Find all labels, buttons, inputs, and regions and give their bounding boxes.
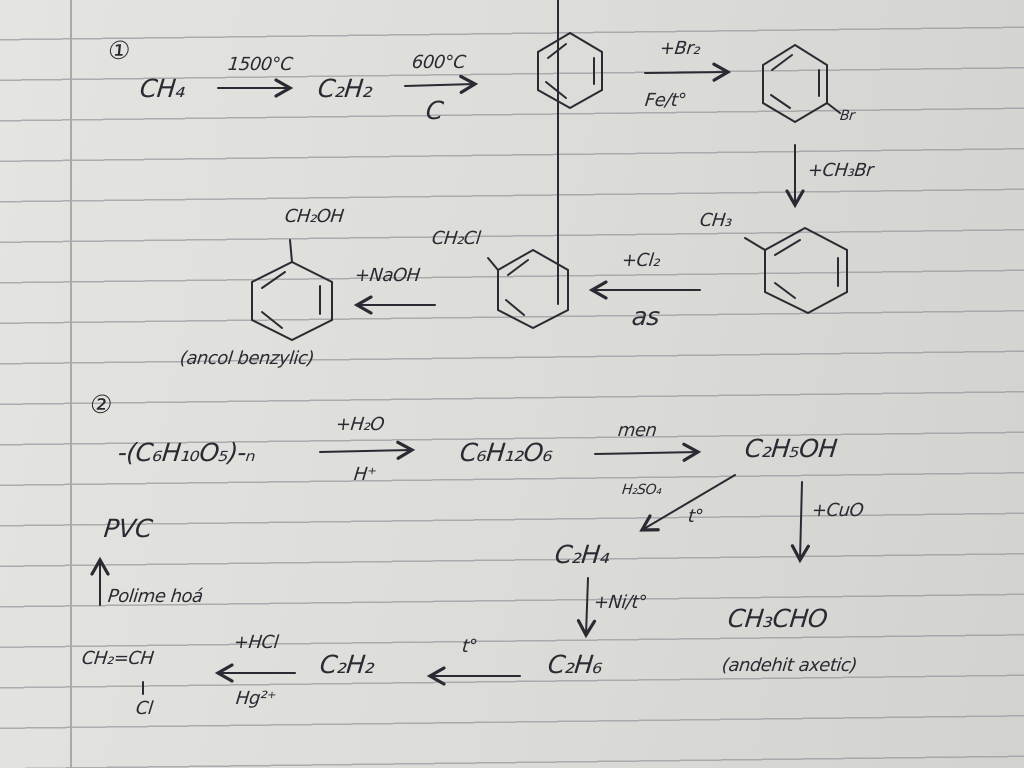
reagent-ni-t: +Ni/t° — [592, 592, 648, 613]
reagent-br2: +Br₂ — [658, 38, 702, 59]
formula-glucose: C₆H₁₂O₆ — [458, 438, 555, 467]
label-ch3: CH₃ — [698, 210, 733, 231]
benzyl-alcohol-ring — [251, 239, 333, 342]
formula-c2h2: C₂H₂ — [316, 74, 374, 103]
benzyl-chloride-ring — [487, 0, 569, 330]
reagent-h2so4: H₂SO₄ — [621, 482, 663, 498]
reagent-h2o: +H₂O — [334, 414, 386, 435]
toluene-ring — [744, 226, 848, 315]
arrow — [576, 577, 597, 639]
note-ancol-benzylic: (ancol benzylic) — [178, 348, 316, 369]
arrow — [319, 440, 416, 460]
condition-men: men — [616, 420, 658, 441]
margin-line — [70, 0, 72, 768]
section-number-2: ② — [88, 390, 114, 419]
section-number-1: ① — [106, 36, 132, 65]
formula-c2h2-2: C₂H₂ — [318, 650, 376, 679]
reagent-hcl: +HCl — [232, 632, 280, 653]
label-br: Br — [839, 108, 856, 124]
condition-1500c: 1500°C — [226, 54, 294, 75]
arrow — [790, 481, 810, 564]
note-andehit-axetic: (andehit axetic) — [720, 655, 858, 676]
label-pvc: PVC — [102, 514, 154, 543]
condition-as: as — [630, 302, 661, 331]
condition-carbon: C — [424, 96, 445, 125]
condition-h-plus: H⁺ — [352, 464, 378, 485]
label-cl: Cl — [134, 698, 154, 719]
reagent-cuo: +CuO — [810, 500, 865, 521]
reagent-naoh: +NaOH — [353, 265, 421, 286]
formula-c2h4: C₂H₄ — [553, 540, 611, 569]
condition-fe-t: Fe/t° — [643, 90, 688, 111]
condition-600c: 600°C — [410, 52, 467, 73]
reagent-cl2: +Cl₂ — [620, 250, 661, 271]
label-ch2oh: CH₂OH — [283, 206, 345, 227]
bromobenzene-ring — [762, 43, 841, 124]
benzene-ring — [537, 31, 603, 110]
arrow — [594, 442, 702, 462]
note-polime-hoa: Polime hoá — [106, 586, 204, 607]
condition-t-1: t° — [686, 506, 705, 527]
formula-c2h6: C₂H₆ — [546, 650, 604, 679]
formula-ch3cho: CH₃CHO — [726, 604, 829, 633]
arrow — [404, 74, 479, 94]
formula-ethanol: C₂H₅OH — [743, 434, 839, 463]
label-ch2cl: CH₂Cl — [430, 228, 482, 249]
reagent-ch3br: +CH₃Br — [806, 160, 875, 181]
formula-vinyl-chloride: CH₂=CH — [80, 648, 155, 669]
catalyst-hg: Hg²⁺ — [234, 688, 277, 709]
condition-t-2: t° — [460, 636, 479, 657]
arrow — [644, 62, 732, 82]
formula-ch4: CH₄ — [138, 74, 187, 103]
formula-starch: -(C₆H₁₀O₅)-ₙ — [116, 438, 258, 467]
arrow — [639, 474, 736, 532]
